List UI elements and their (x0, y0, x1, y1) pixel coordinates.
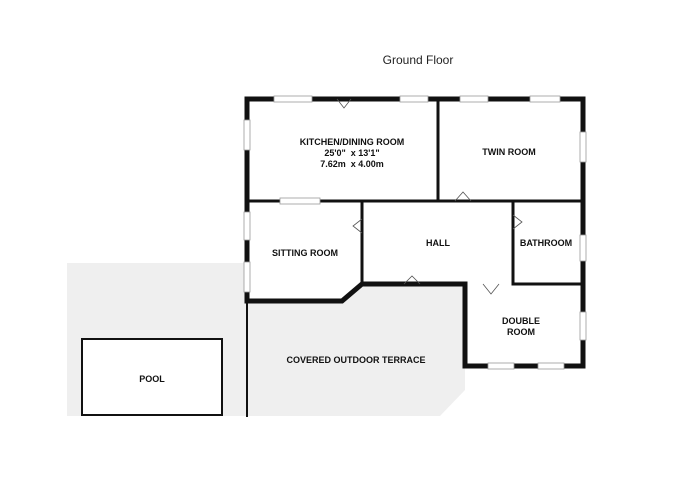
room-label-double-line1: DOUBLE (502, 316, 540, 326)
room-label-double-line2: ROOM (507, 327, 535, 337)
room-label-pool: POOL (139, 374, 165, 384)
doors (336, 98, 523, 295)
terrace-area (248, 284, 465, 416)
room-label-twin: TWIN ROOM (482, 147, 536, 157)
room-label-hall: HALL (426, 238, 450, 248)
pool-outline (81, 338, 223, 416)
room-label-bathroom: BATHROOM (520, 238, 572, 248)
kitchen-dimensions-metric: 7.62m x 4.00m (320, 159, 384, 169)
windows (243, 95, 587, 370)
room-label-sitting: SITTING ROOM (272, 248, 338, 258)
room-label-terrace: COVERED OUTDOOR TERRACE (286, 355, 425, 365)
page-title: Ground Floor (383, 53, 454, 67)
kitchen-dimensions-imperial: 25'0" x 13'1" (324, 148, 379, 158)
room-label-kitchen: KITCHEN/DINING ROOM (300, 137, 405, 147)
